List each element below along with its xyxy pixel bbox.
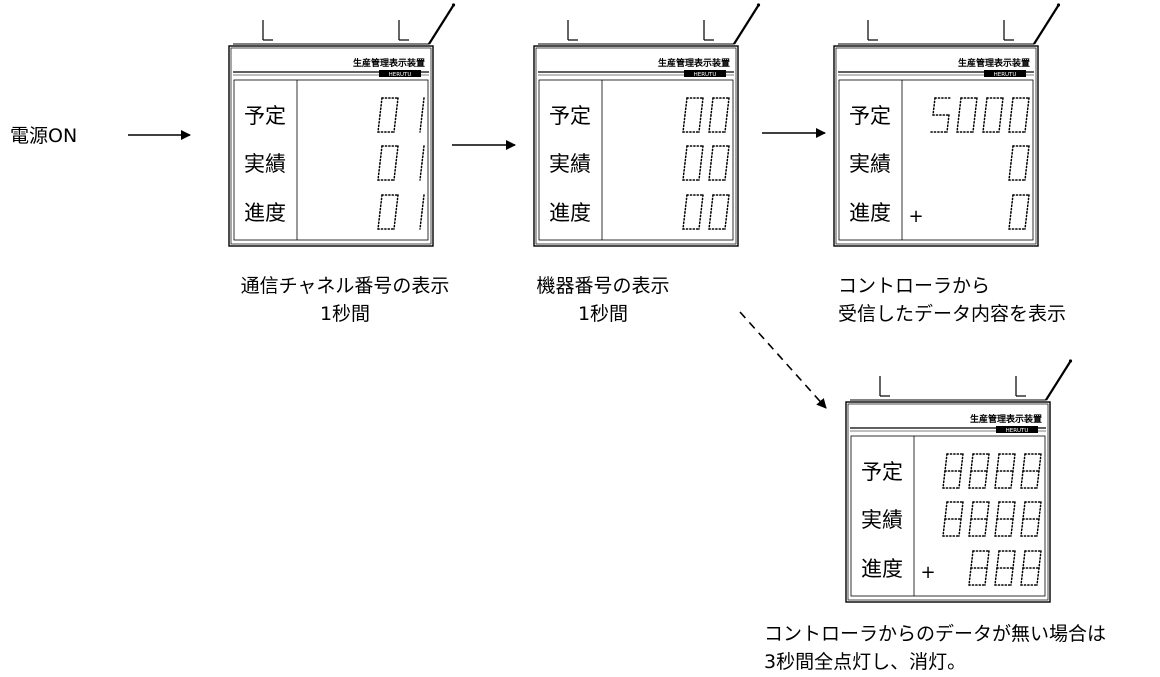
caption-device: 機器番号の表示 1秒間 [536,275,670,325]
row-digits [942,453,1042,489]
row-label: 進度 [244,201,286,225]
row-digits [942,501,1042,537]
row-digits [377,194,425,230]
row-sign: + [908,206,923,227]
arrow-device-to-all-on [739,311,827,409]
row-digits [1008,145,1030,181]
board-title: 生産管理表示装置 [658,57,730,69]
row-label: 実績 [861,508,903,532]
board-brand: HERUTU [694,72,717,78]
row-digits [377,145,425,181]
row-digits [682,194,730,230]
row-digits [682,145,730,181]
row-label: 予定 [849,104,891,128]
board-brand: HERUTU [994,72,1017,78]
row-label: 実績 [244,152,286,176]
caption-channel: 通信チャネル番号の表示 1秒間 [240,275,450,325]
power-on-label: 電源ON [10,125,78,147]
board-brand: HERUTU [1006,428,1029,434]
row-digits [1008,194,1030,230]
row-sign: + [920,562,935,583]
row-label: 予定 [244,104,286,128]
row-digits [682,97,730,133]
row-label: 実績 [849,152,891,176]
row-label: 進度 [861,557,903,581]
row-digits [968,550,1042,586]
board-title: 生産管理表示装置 [970,413,1042,425]
row-label: 予定 [861,460,903,484]
row-label: 進度 [849,201,891,225]
row-digits [930,97,1030,133]
caption-data: コントローラから 受信したデータ内容を表示 [838,275,1067,325]
row-label: 実績 [549,152,591,176]
row-label: 進度 [549,201,591,225]
caption-all-on: コントローラからのデータが無い場合は 3秒間全点灯し、消灯。 [764,623,1107,673]
row-digits [377,97,425,133]
board-brand: HERUTU [389,72,412,78]
board-title: 生産管理表示装置 [958,57,1030,69]
board-title: 生産管理表示装置 [353,57,425,69]
row-label: 予定 [549,104,591,128]
